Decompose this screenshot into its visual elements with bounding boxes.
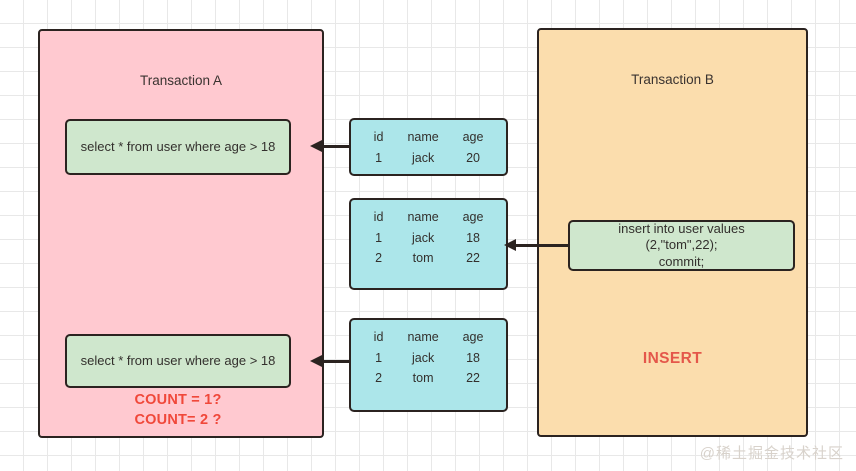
arrow-head-left-icon xyxy=(310,140,322,152)
table-header-row: id name age xyxy=(361,327,496,348)
arrow-table-to-select-second xyxy=(310,354,350,368)
select-statement-second: select * from user where age > 18 xyxy=(65,334,291,388)
transaction-b-title: Transaction B xyxy=(631,72,714,87)
insert-statement-line-2: (2,"tom",22); xyxy=(645,237,718,253)
cell-name: jack xyxy=(411,231,435,245)
cell-name: jack xyxy=(411,351,435,365)
cell-id: 1 xyxy=(375,351,383,365)
cell-age: 22 xyxy=(466,251,480,265)
cell-name: tom xyxy=(412,251,434,265)
arrow-table-to-select-first xyxy=(310,139,350,153)
cell-name: jack xyxy=(411,151,435,165)
column-header-age: age xyxy=(462,330,484,344)
insert-label: INSERT xyxy=(642,350,703,367)
watermark: @稀土掘金技术社区 xyxy=(699,445,844,462)
column-header-age: age xyxy=(462,210,484,224)
cell-name: tom xyxy=(412,371,434,385)
cell-age: 20 xyxy=(466,151,480,165)
result-table-first: id name age 1 jack 20 xyxy=(349,118,508,176)
table-row: 2 tom 22 xyxy=(361,248,496,268)
column-header-id: id xyxy=(373,330,384,344)
result-table-third: id name age 1 jack 18 2 tom 22 xyxy=(349,318,508,412)
column-header-age: age xyxy=(462,130,484,144)
table-row: 2 tom 22 xyxy=(361,368,496,388)
arrow-head-left-icon xyxy=(504,239,516,251)
cell-id: 1 xyxy=(375,151,383,165)
arrow-insert-to-table xyxy=(504,238,570,252)
arrow-head-left-icon xyxy=(310,355,322,367)
arrow-shaft xyxy=(514,244,570,247)
insert-statement-line-3: commit; xyxy=(658,253,705,269)
cell-id: 2 xyxy=(375,371,383,385)
arrow-shaft xyxy=(320,360,350,363)
table-row: 1 jack 18 xyxy=(361,228,496,248)
insert-statement-line-1: insert into user values xyxy=(618,221,745,237)
table-row: 1 jack 20 xyxy=(361,148,496,168)
cell-age: 18 xyxy=(466,231,480,245)
column-header-id: id xyxy=(373,130,384,144)
arrow-shaft xyxy=(320,145,350,148)
cell-age: 18 xyxy=(466,351,480,365)
table-header-row: id name age xyxy=(361,207,496,228)
table-row: 1 jack 18 xyxy=(361,348,496,368)
column-header-name: name xyxy=(407,330,439,344)
select-statement-first: select * from user where age > 18 xyxy=(65,119,291,175)
cell-id: 2 xyxy=(375,251,383,265)
insert-statement: insert into user values (2,"tom",22); co… xyxy=(568,220,795,271)
count-annotation-first: COUNT = 1? xyxy=(134,392,222,408)
cell-id: 1 xyxy=(375,231,383,245)
transaction-a-title: Transaction A xyxy=(139,73,223,88)
column-header-name: name xyxy=(407,130,439,144)
result-table-second: id name age 1 jack 18 2 tom 22 xyxy=(349,198,508,290)
column-header-name: name xyxy=(407,210,439,224)
table-header-row: id name age xyxy=(361,127,496,148)
cell-age: 22 xyxy=(466,371,480,385)
column-header-id: id xyxy=(373,210,384,224)
count-annotation-second: COUNT= 2 ? xyxy=(134,412,222,428)
